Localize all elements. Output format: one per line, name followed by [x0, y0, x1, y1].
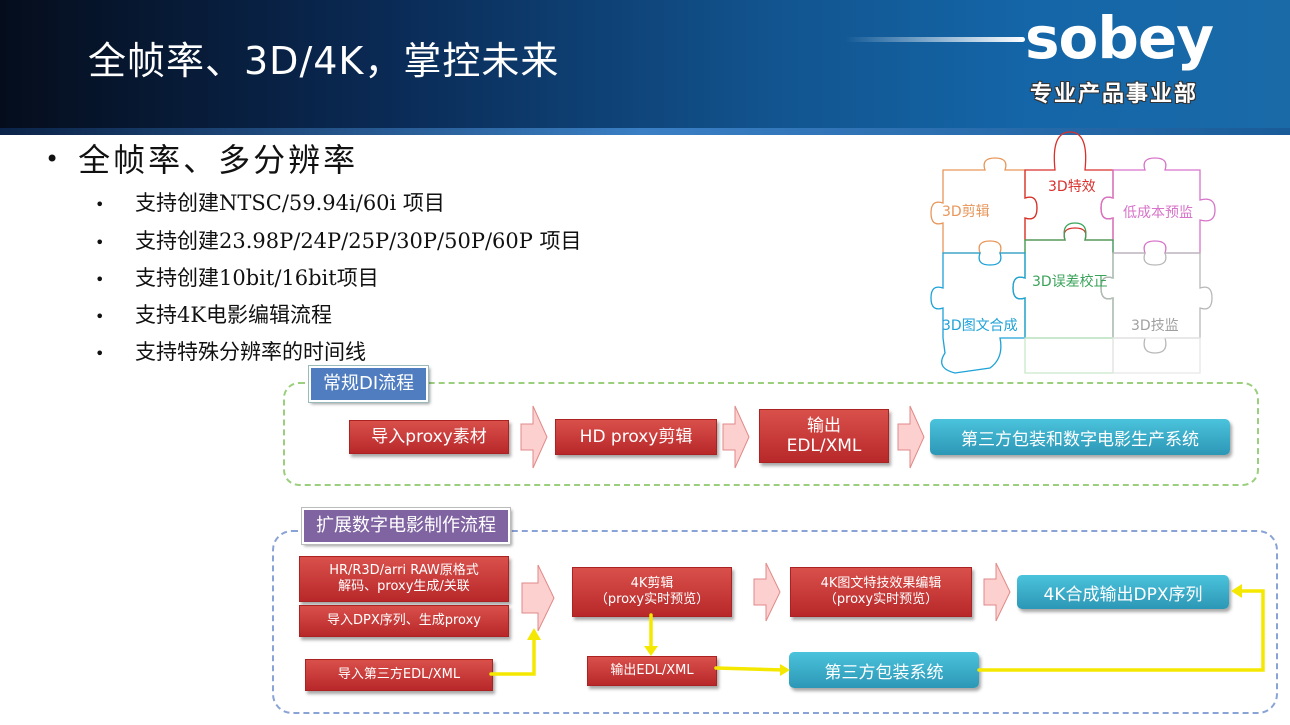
bullet-dot-icon: •: [95, 270, 105, 289]
sobey-logo: sobey: [1025, 4, 1214, 72]
import-raw-line2: 解码、proxy生成/关联: [338, 579, 470, 594]
import-edl-step: 导入第三方EDL/XML: [305, 659, 493, 691]
arrow-right-icon: [520, 405, 548, 469]
arrow-right-icon: [897, 405, 925, 469]
bullet-dot-icon: •: [45, 145, 63, 173]
sub-bullet: • 支持创建10bit/16bit项目: [95, 262, 379, 292]
import-proxy-step: 导入proxy素材: [349, 420, 509, 454]
edit-4k-step: 4K剪辑 （proxy实时预览）: [572, 567, 732, 617]
import-dpx-step: 导入DPX序列、生成proxy: [299, 605, 509, 637]
sub-bullet-text: 支持创建23.98P/24P/25P/30P/50P/60P 项目: [135, 229, 582, 253]
light-streak: [845, 37, 1025, 42]
arrow-right-icon: [521, 564, 555, 632]
puzzle-label-3d-error: 3D误差校正: [1032, 274, 1108, 290]
output-edl-xml-step: 输出 EDL/XML: [759, 409, 889, 463]
bullet-dot-icon: •: [95, 233, 105, 252]
arrow-right-icon: [983, 562, 1011, 622]
slide-title: 全帧率、3D/4K，掌控未来: [88, 39, 560, 83]
sub-bullet: • 支持创建23.98P/24P/25P/30P/50P/60P 项目: [95, 225, 582, 255]
main-bullet-text: 全帧率、多分辨率: [78, 141, 359, 179]
sub-bullet-text: 支持特殊分辨率的时间线: [135, 340, 366, 364]
import-raw-line1: HR/R3D/arri RAW原格式: [329, 563, 479, 579]
output-4k-dpx-step: 4K合成输出DPX序列: [1017, 575, 1229, 609]
header-divider: [0, 128, 1290, 135]
fx-4k-line2: （proxy实时预览）: [823, 592, 939, 607]
edit-4k-line1: 4K剪辑: [630, 576, 674, 592]
arrow-right-icon: [722, 405, 750, 469]
hd-proxy-edit-step: HD proxy剪辑: [555, 419, 717, 455]
puzzle-label-3d-monitor: 3D技监: [1131, 318, 1179, 334]
main-bullet: • 全帧率、多分辨率: [45, 135, 358, 181]
puzzle-graphic: [930, 131, 1216, 374]
output-edl-step: 输出EDL/XML: [587, 656, 717, 686]
department-name: 专业产品事业部: [1030, 82, 1199, 107]
arrow-right-icon: [753, 562, 781, 622]
sub-bullet: • 支持4K电影编辑流程: [95, 299, 332, 329]
bullet-dot-icon: •: [95, 307, 105, 326]
fx-4k-step: 4K图文特技效果编辑 （proxy实时预览）: [790, 567, 972, 617]
fx-4k-line1: 4K图文特技效果编辑: [820, 576, 942, 592]
header-banner: [0, 0, 1290, 135]
puzzle-label-3d-fx: 3D特效: [1048, 179, 1096, 195]
bullet-dot-icon: •: [95, 195, 105, 214]
edit-4k-line2: （proxy实时预览）: [594, 592, 710, 607]
digital-cinema-flow-frame: [272, 530, 1278, 714]
sub-bullet-text: 支持4K电影编辑流程: [135, 303, 333, 327]
bullet-dot-icon: •: [95, 344, 105, 363]
sub-bullet: • 支持特殊分辨率的时间线: [95, 336, 366, 366]
sub-bullet: • 支持创建NTSC/59.94i/60i 项目: [95, 187, 445, 217]
puzzle-piece-3d-graphics: [930, 252, 1026, 374]
third-party-packaging-system: 第三方包装系统: [789, 652, 979, 688]
puzzle-label-3d-graphics: 3D图文合成: [942, 318, 1018, 334]
third-party-packaging-cinema-system: 第三方包装和数字电影生产系统: [930, 419, 1230, 455]
sub-bullet-text: 支持创建10bit/16bit项目: [135, 266, 379, 290]
regular-di-flow-label: 常规DI流程: [307, 365, 430, 403]
puzzle-label-3d-edit: 3D剪辑: [942, 204, 990, 220]
puzzle-label-low-cost: 低成本预监: [1123, 205, 1193, 221]
digital-cinema-flow-label: 扩展数字电影制作流程: [301, 507, 511, 545]
sub-bullet-text: 支持创建NTSC/59.94i/60i 项目: [135, 191, 445, 215]
regular-di-flow-frame: [283, 382, 1259, 486]
import-raw-step: HR/R3D/arri RAW原格式 解码、proxy生成/关联: [299, 556, 509, 602]
